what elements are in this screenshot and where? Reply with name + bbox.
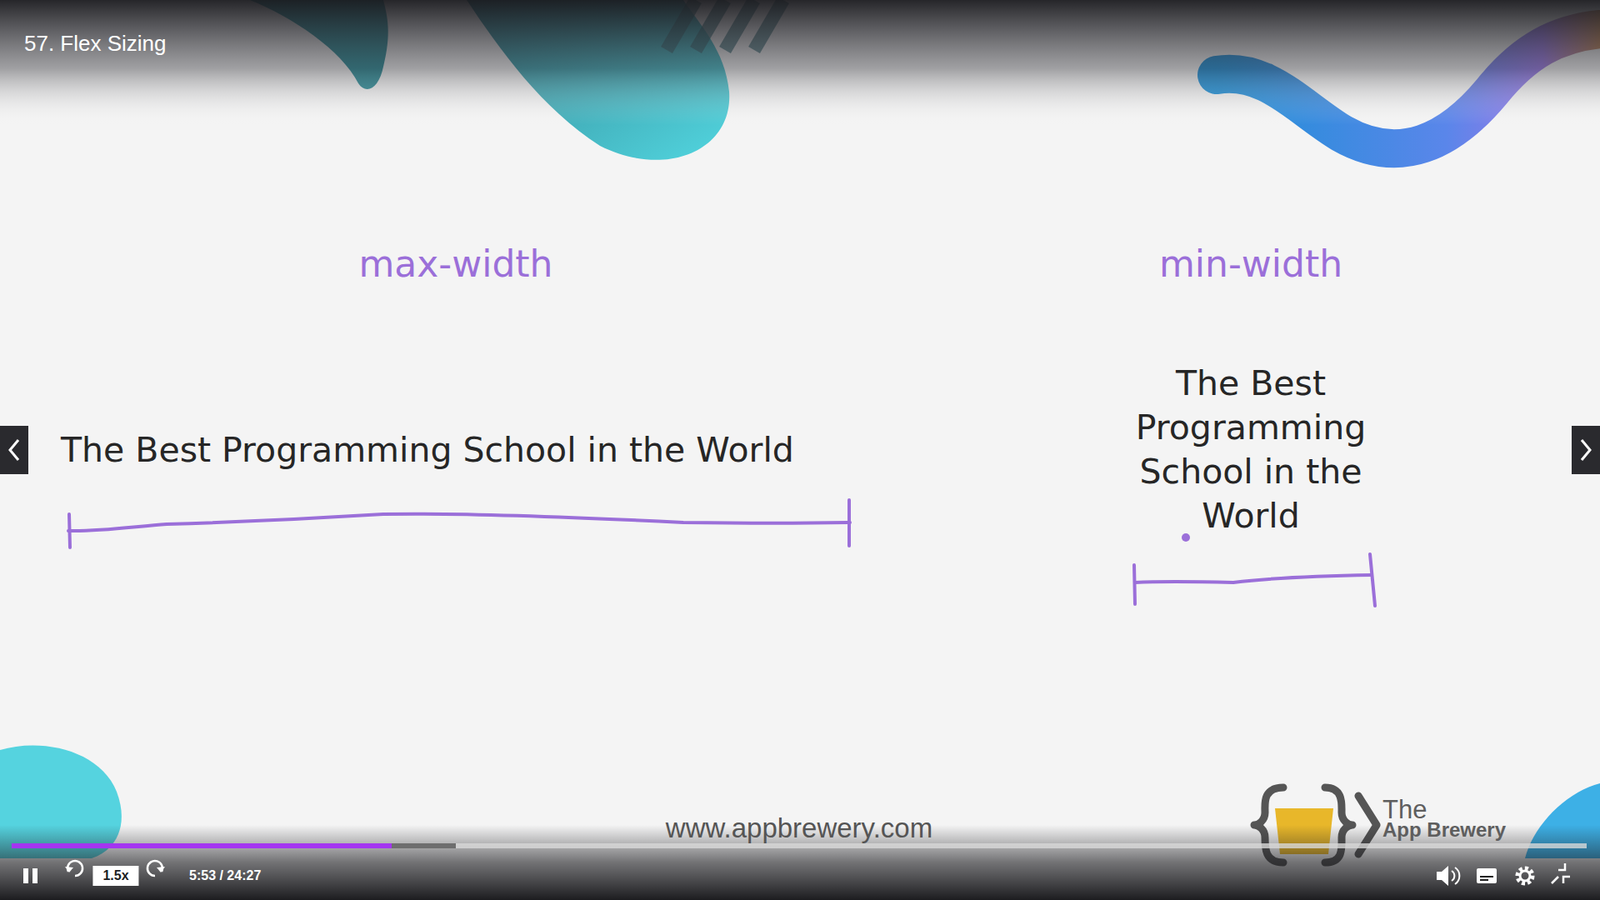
sample-text-wrapped: The Best Programming School in the World <box>1121 361 1380 539</box>
playback-time: 5:53 / 24:27 <box>189 868 261 884</box>
lecture-title: 57. Flex Sizing <box>24 30 167 57</box>
logo-text: App Brewery <box>1382 818 1506 842</box>
sample-text: The Best Programming School in the World <box>60 430 795 470</box>
property-heading: min-width <box>1159 242 1343 285</box>
website-url: www.appbrewery.com <box>665 812 933 845</box>
playback-speed: 1.5x <box>92 865 139 886</box>
property-heading: max-width <box>358 242 553 285</box>
